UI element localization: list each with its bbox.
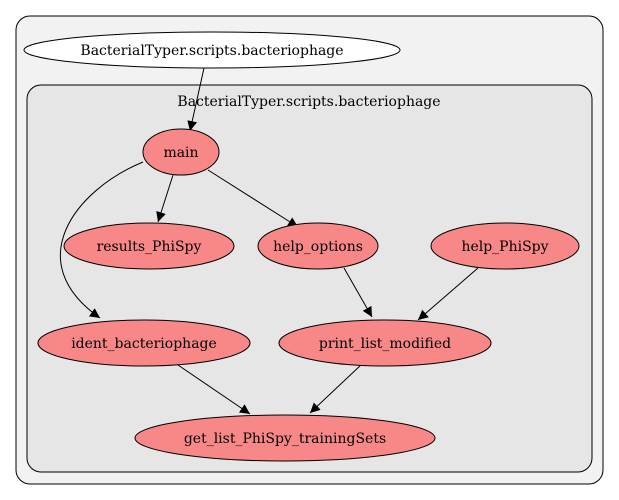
edge-help-phispy-to-print-list-modified: [417, 267, 479, 321]
node-ident-bacteriophage[interactable]: ident_bacteriophage: [37, 319, 251, 367]
node-main[interactable]: main: [142, 128, 220, 176]
node-help-phispy[interactable]: help_PhiSpy: [430, 222, 580, 270]
node-main-label: main: [163, 145, 198, 161]
node-module-label: BacterialTyper.scripts.bacteriophage: [80, 43, 343, 59]
edge-main-to-help-options: [207, 169, 299, 228]
node-results-phispy-shape: [63, 222, 235, 270]
node-print-list-modified[interactable]: print_list_modified: [278, 319, 492, 367]
node-results-phispy-label: results_PhiSpy: [97, 239, 202, 255]
edge-ident-bacteriophage-to-get-list: [177, 364, 251, 415]
edge-main-to-ident-bacteriophage: [59, 161, 144, 319]
cluster-label: BacterialTyper.scripts.bacteriophage: [177, 94, 440, 110]
node-ident-bacteriophage-shape: [37, 319, 251, 367]
node-help-options[interactable]: help_options: [257, 222, 379, 270]
node-ident-bacteriophage-label: ident_bacteriophage: [71, 336, 217, 352]
edges: [59, 67, 479, 415]
module-cluster: [26, 84, 593, 473]
edge-print-list-modified-to-get-list: [309, 363, 363, 414]
node-module-shape: [23, 31, 401, 69]
node-print-list-modified-label: print_list_modified: [319, 336, 451, 352]
node-print-list-modified-shape: [278, 319, 492, 367]
node-results-phispy[interactable]: results_PhiSpy: [63, 222, 235, 270]
node-get-list-label: get_list_PhiSpy_trainingSets: [184, 431, 386, 447]
node-help-options-shape: [257, 222, 379, 270]
node-help-options-label: help_options: [273, 239, 363, 255]
edge-help-options-to-print-list-modified: [343, 267, 373, 318]
node-main-shape: [142, 128, 220, 176]
node-get-list-shape: [134, 414, 436, 462]
edge-main-to-results-phispy: [156, 174, 174, 223]
node-module[interactable]: BacterialTyper.scripts.bacteriophage: [23, 31, 401, 69]
node-help-phispy-label: help_PhiSpy: [461, 239, 548, 255]
node-help-phispy-shape: [430, 222, 580, 270]
node-get-list-phispy-trainingsets[interactable]: get_list_PhiSpy_trainingSets: [134, 414, 436, 462]
edge-module-to-main: [187, 67, 205, 132]
